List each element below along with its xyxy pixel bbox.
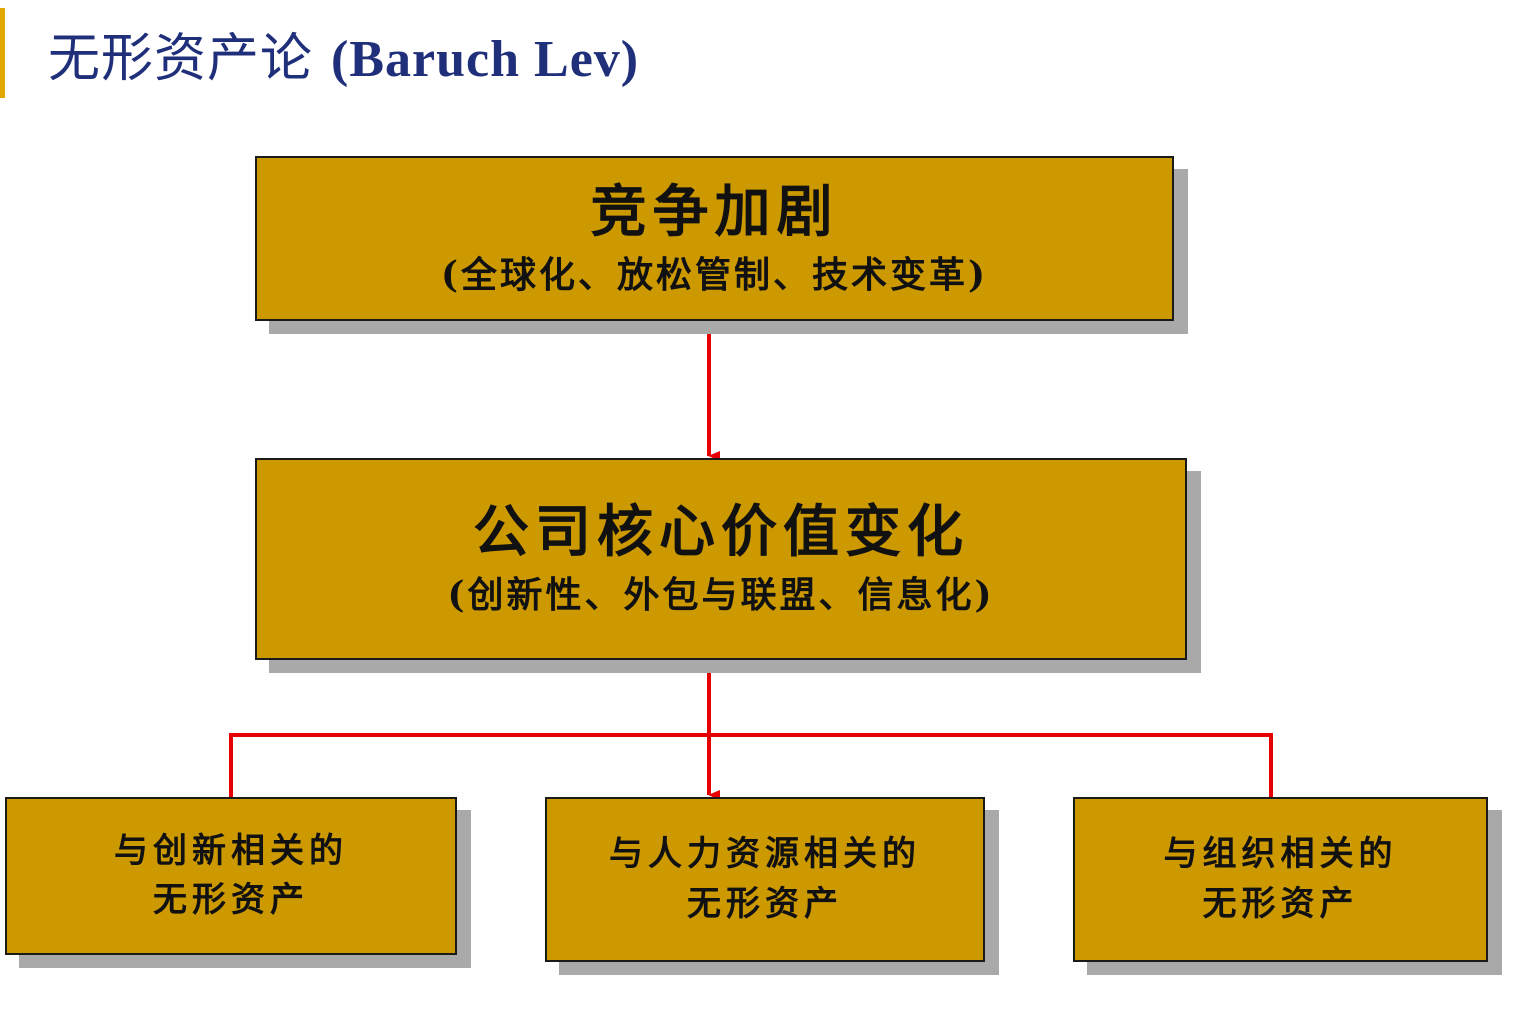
core-value-box: 公司核心价值变化 (创新性、外包与联盟、信息化) [255,458,1187,660]
innovation-assets-box: 与创新相关的 无形资产 [5,797,457,955]
organization-assets-line2: 无形资产 [1202,883,1359,924]
competition-box: 竞争加剧 (全球化、放松管制、技术变革) [255,156,1174,321]
page-title-author: (Baruch Lev) [331,31,640,88]
competition-subtitle: (全球化、放松管制、技术变革) [440,253,989,296]
organization-assets-box: 与组织相关的 无形资产 [1073,797,1488,962]
innovation-assets-line1: 与创新相关的 [114,830,348,871]
innovation-assets-line2: 无形资产 [153,880,309,920]
page-title-chinese: 无形资产论 [48,31,314,88]
page-title: 无形资产论 (Baruch Lev) [48,16,639,91]
competition-title: 竞争加剧 [590,178,839,245]
core-value-subtitle: (创新性、外包与联盟、信息化) [447,574,995,617]
organization-assets-line1: 与组织相关的 [1163,834,1398,875]
hr-assets-line2: 无形资产 [687,883,843,924]
title-accent-bar [0,8,5,98]
hr-assets-box: 与人力资源相关的 无形资产 [545,797,985,962]
hr-assets-line1: 与人力资源相关的 [609,834,921,875]
core-value-title: 公司核心价值变化 [473,499,969,565]
